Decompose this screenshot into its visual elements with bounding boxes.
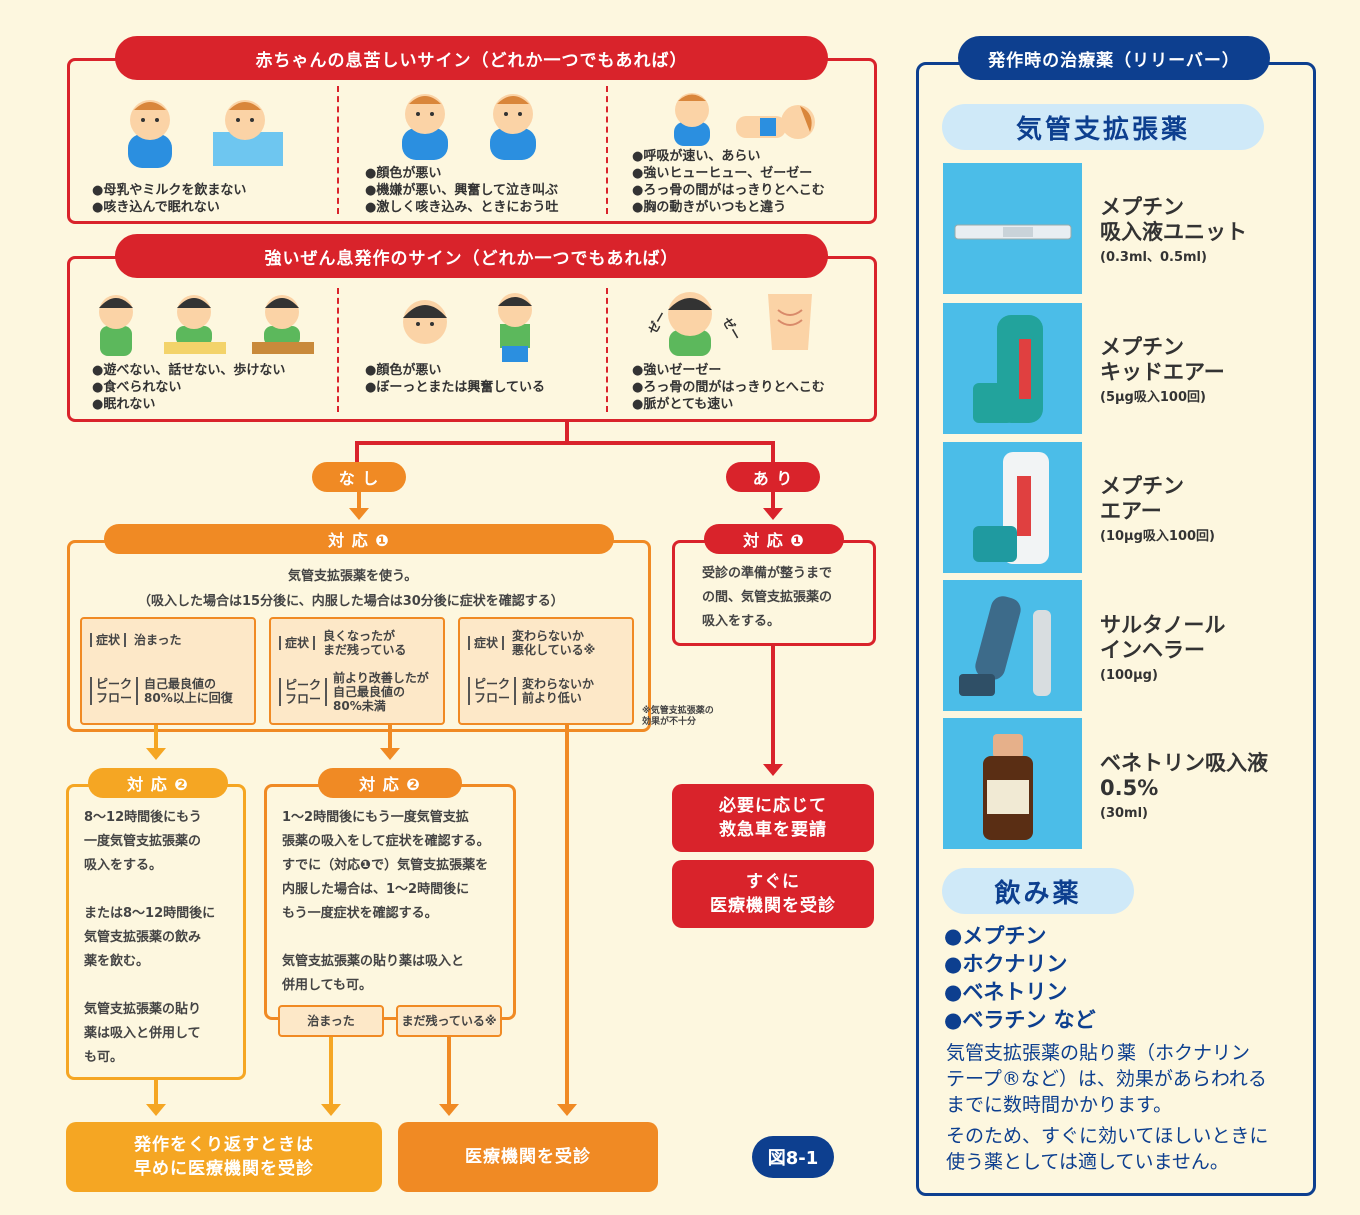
severe-col1-list: ●遊べない、話せない、歩けない ●食べられない ●眠れない — [92, 363, 286, 412]
drug-image-kidair — [943, 303, 1082, 434]
connector — [771, 441, 775, 463]
connector — [154, 1080, 158, 1108]
arrow-down-icon — [321, 1104, 341, 1116]
call-ambulance-box: 必要に応じて救急車を要請 — [672, 784, 874, 852]
connector — [357, 491, 361, 511]
drug-image-venetlin — [943, 718, 1082, 849]
connector — [388, 725, 392, 751]
divider — [606, 86, 608, 214]
arrow-down-icon — [146, 1104, 166, 1116]
connector — [329, 1037, 333, 1107]
severe-col3-list: ●強いゼーゼー ●ろっ骨の間がはっきりとへこむ ●脈がとても速い — [632, 363, 825, 412]
connector — [565, 725, 569, 1107]
connector — [154, 725, 158, 751]
status-box-unchanged: 症状 変わらないか悪化している※ ピークフロー 変わらないか前より低い — [458, 617, 634, 725]
arrow-down-icon — [763, 764, 783, 776]
drug-name-meptin-unit: メプチン 吸入液ユニット (0.3ml、0.5ml) — [1100, 195, 1247, 265]
branch-no-label: な し — [312, 462, 406, 492]
response1-right-title: 対 応 ❶ — [704, 524, 844, 554]
connector — [771, 645, 775, 767]
brown-bottle-icon — [983, 734, 1033, 840]
child-unable-sleep-icon — [252, 295, 314, 354]
response2-recovered-text: 8～12時間後にもう 一度気管支拡張薬の 吸入をする。 または8～12時間後に … — [84, 810, 216, 1065]
response2-recovered-panel — [66, 784, 246, 1080]
drug-image-vial — [943, 163, 1082, 294]
child-unable-play-icon — [99, 295, 133, 356]
baby-fast-breathing-icon — [674, 93, 710, 146]
green-inhaler-icon — [973, 315, 1043, 423]
patch-note-2: そのため、すぐに効いてほしいときに 使う薬としては適していません。 — [946, 1125, 1269, 1173]
baby-not-drinking-icon — [128, 100, 172, 168]
child-unable-eat-icon — [164, 295, 226, 354]
visit-hospital-now-box: すぐに医療機関を受診 — [672, 860, 874, 928]
child-agitated-icon — [498, 293, 532, 362]
response1-instruction: 気管支拡張薬を使う。 — [288, 569, 418, 584]
bronchodilator-heading: 気管支拡張薬 — [942, 104, 1264, 150]
baby-pale-icon — [402, 94, 448, 160]
visit-hospital-box: 医療機関を受診 — [398, 1122, 658, 1192]
arrow-down-icon — [763, 508, 783, 520]
repeat-attack-box: 発作をくり返すときは早めに医療機関を受診 — [66, 1122, 382, 1192]
sub-status-remaining: まだ残っている※ — [396, 1005, 502, 1037]
connector — [565, 421, 569, 443]
divider — [337, 288, 339, 412]
response1-right-panel — [672, 540, 876, 646]
baby-lying-icon — [736, 105, 815, 139]
response2-recovered-title: 対 応 ❷ — [88, 768, 228, 798]
response1-right-text: 受診の準備が整うまで の間、気管支拡張薬の 吸入をする。 — [702, 566, 833, 629]
drug-name-meptin-kidair: メプチン キッドエアー (5μg吸入100回) — [1100, 335, 1225, 405]
arrow-down-icon — [146, 748, 166, 760]
connector — [771, 491, 775, 511]
figure-label: 図8-1 — [752, 1136, 834, 1178]
drug-name-venetlin: ベネトリン吸入液 0.5% (30ml) — [1100, 751, 1268, 821]
divider — [606, 288, 608, 412]
infant-signs-title: 赤ちゃんの息苦しいサイン（どれか一つでもあれば） — [115, 36, 828, 80]
response1-timing-note: （吸入した場合は15分後に、内服した場合は30分後に症状を確認する） — [138, 594, 564, 609]
infant-col1-list: ●母乳やミルクを飲まない ●咳き込んで眠れない — [92, 183, 247, 215]
drug-name-meptin-air: メプチン エアー (10μg吸入100回) — [1100, 474, 1215, 544]
drug-name-sultanol: サルタノール インヘラー (100μg) — [1100, 613, 1226, 683]
oral-medicine-list: ●メプチン ●ホクナリン ●ベネトリン ●ベラチン など — [944, 924, 1096, 1032]
arrow-down-icon — [557, 1104, 577, 1116]
infant-col3-list: ●呼吸が速い、あらい ●強いヒューヒュー、ゼーゼー ●ろっ骨の間がはっきりとへこ… — [632, 149, 825, 215]
connector — [355, 441, 359, 463]
connector — [447, 1037, 451, 1107]
baby-crying-icon — [490, 94, 536, 160]
oral-medicine-heading: 飲み薬 — [942, 868, 1134, 914]
response2-partial-panel — [264, 784, 516, 1020]
infant-col2-list: ●顔色が悪い ●機嫌が悪い、興奮して泣き叫ぶ ●激しく咳き込み、ときにおう吐 — [365, 166, 559, 215]
reliever-title: 発作時の治療薬（リリーバー） — [958, 36, 1270, 80]
patch-note: 気管支拡張薬の貼り薬（ホクナリン テープ®など）は、効果があらわれる までに数時… — [946, 1042, 1267, 1116]
child-wheezing-icon — [668, 292, 712, 356]
drug-image-air — [943, 442, 1082, 573]
footnote-insufficient: ※気管支拡張薬の効果が不十分 — [642, 706, 714, 727]
severe-col2-list: ●顔色が悪い ●ぼーっとまたは興奮している — [365, 363, 545, 395]
arrow-down-icon — [439, 1104, 459, 1116]
arrow-down-icon — [380, 748, 400, 760]
response2-partial-text: 1～2時間後にもう一度気管支拡 張薬の吸入をして症状を確認する。 すでに（対応❶… — [282, 810, 490, 993]
child-pale-icon — [403, 300, 447, 344]
inhalation-vial-icon — [954, 224, 1072, 240]
drug-image-sultanol — [943, 580, 1082, 711]
blue-inhaler-icon — [959, 596, 1051, 696]
branch-yes-label: あ り — [726, 462, 820, 492]
severe-attack-title: 強いぜん息発作のサイン（どれか一つでもあれば） — [115, 234, 828, 278]
white-inhaler-icon — [973, 452, 1049, 564]
baby-coughing-icon — [213, 100, 283, 166]
response2-partial-title: 対 応 ❷ — [318, 768, 462, 798]
connector — [355, 441, 775, 445]
response1-left-title: 対 応 ❶ — [104, 524, 614, 554]
arrow-down-icon — [349, 508, 369, 520]
retracted-chest-icon — [768, 294, 812, 350]
sub-status-recovered: 治まった — [278, 1005, 384, 1037]
divider — [337, 86, 339, 214]
